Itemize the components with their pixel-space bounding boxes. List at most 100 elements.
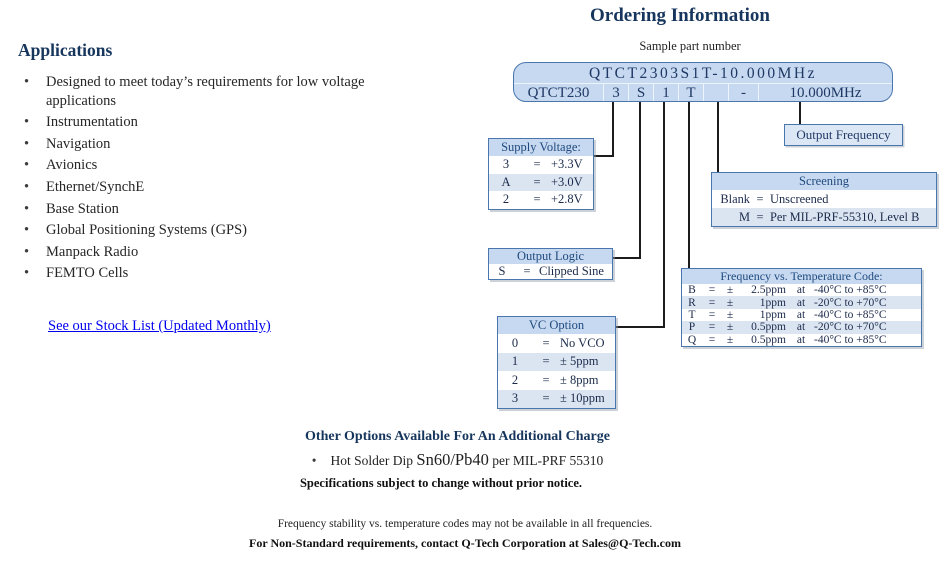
connector-line (594, 155, 614, 157)
list-item: •FEMTO Cells (18, 264, 418, 283)
footer-note-availability: Frequency stability vs. temperature code… (277, 518, 653, 530)
table-cell: +3.3V (551, 157, 583, 172)
table-cell: = (542, 354, 550, 369)
table-cell: ± 10ppm (560, 391, 605, 406)
list-item-text: FEMTO Cells (46, 265, 129, 282)
table-cell: = (708, 321, 716, 334)
table-cell: 2.5ppm (751, 284, 786, 297)
connector-line (663, 102, 665, 328)
hot-dip-text-end: per MIL-PRF 55310 (488, 453, 604, 468)
list-item: •Navigation (18, 135, 418, 154)
table-cell: S (498, 264, 506, 278)
stock-list-link[interactable]: See our Stock List (Updated Monthly) (48, 318, 271, 334)
output-logic-header: Output Logic (489, 249, 612, 264)
applications-heading: Applications (18, 40, 113, 60)
table-row: 2 = ± 8ppm (498, 371, 615, 390)
table-row: S=Clipped Sine (489, 264, 612, 279)
table-cell: Blank (720, 191, 750, 206)
frequency-temperature-header: Frequency vs. Temperature Code: (682, 269, 921, 284)
table-cell: = (708, 308, 716, 321)
table-cell: = (542, 335, 550, 350)
table-cell: -40°C to +85°C (814, 284, 887, 297)
table-cell: 0 (511, 335, 519, 350)
table-row: 3=+3.3V (489, 156, 593, 174)
list-item: •Ethernet/SynchE (18, 178, 418, 197)
table-cell: ± (726, 333, 734, 346)
frequency-temperature-table: Frequency vs. Temperature Code: B=±2.5pp… (681, 268, 922, 347)
list-item-text: Manpack Radio (46, 243, 139, 260)
table-cell: 1ppm (759, 296, 786, 309)
table-row: 0=No VCO (498, 334, 615, 353)
table-cell: 2 (502, 192, 510, 207)
list-item: •Designed to meet today’s requirements f… (18, 73, 418, 110)
table-cell: = (708, 333, 716, 346)
other-options-heading: Other Options Available For An Additiona… (305, 429, 610, 444)
table-cell: = (542, 391, 550, 406)
hot-solder-dip-note: •Hot Solder Dip Sn60/Pb40 per MIL-PRF 55… (250, 450, 665, 470)
table-cell: Per MIL-PRF-55310, Level B (770, 209, 920, 224)
bullet-icon: • (24, 200, 30, 217)
table-cell: M (738, 209, 750, 224)
table-cell: 1ppm (759, 308, 786, 321)
table-cell: -20°C to +70°C (814, 321, 887, 334)
table-cell: P (688, 321, 696, 334)
table-cell: = (533, 157, 541, 172)
part-number-segment: T (678, 84, 703, 101)
table-cell: 2 (511, 372, 519, 387)
screening-header: Screening (712, 173, 936, 190)
bullet-icon: • (24, 157, 30, 174)
applications-list: •Designed to meet today’s requirements f… (18, 73, 418, 286)
table-row: 3=± 10ppm (498, 389, 615, 408)
table-cell: -20°C to +70°C (814, 296, 887, 309)
table-row: A=+3.0V (489, 173, 593, 191)
list-item: •Instrumentation (18, 113, 418, 132)
list-item: • Base Station (18, 200, 418, 219)
connector-line (613, 257, 641, 259)
table-cell: +3.0V (551, 174, 583, 189)
bullet-icon: • (24, 243, 30, 260)
table-cell: = (533, 192, 541, 207)
list-item-text: Ethernet/SynchE (46, 178, 145, 195)
list-item-text: Instrumentation (46, 114, 138, 131)
list-item-text: Base Station (46, 200, 119, 217)
part-number-segment: 3 (603, 84, 628, 101)
bullet-icon: • (24, 74, 30, 90)
table-row: Blank=Unscreened (712, 190, 936, 208)
list-item-text: Global Positioning Systems (GPS) (46, 222, 248, 239)
table-cell: = (708, 284, 716, 297)
output-logic-table: Output Logic S=Clipped Sine (488, 248, 613, 280)
part-number-segment (703, 84, 728, 101)
table-cell: at (796, 321, 806, 334)
table-cell: = (542, 372, 550, 387)
list-item-text: Avionics (46, 157, 98, 174)
connector-line (616, 326, 665, 328)
table-cell: at (796, 308, 806, 321)
part-number-full: QTCT2303S1T-10.000MHz (514, 63, 892, 84)
output-logic-rows: S=Clipped Sine (489, 264, 612, 279)
table-cell: R (688, 296, 696, 309)
sample-part-number-label: Sample part number (639, 39, 741, 53)
table-cell: at (796, 296, 806, 309)
supply-voltage-header: Supply Voltage: (489, 139, 593, 156)
table-cell: T (688, 308, 696, 321)
table-cell: ± (726, 321, 734, 334)
table-cell: 1 (511, 354, 519, 369)
connector-line (688, 102, 690, 269)
table-cell: 0.5ppm (751, 333, 786, 346)
table-cell: ± (726, 296, 734, 309)
table-cell: Clipped Sine (539, 264, 604, 278)
table-cell: ± 8ppm (560, 372, 599, 387)
table-row: M=Per MIL-PRF-55310, Level B (712, 208, 936, 226)
hot-dip-text: Hot Solder Dip (330, 453, 417, 468)
list-item: • Avionics (18, 156, 418, 175)
connector-line (639, 102, 641, 259)
